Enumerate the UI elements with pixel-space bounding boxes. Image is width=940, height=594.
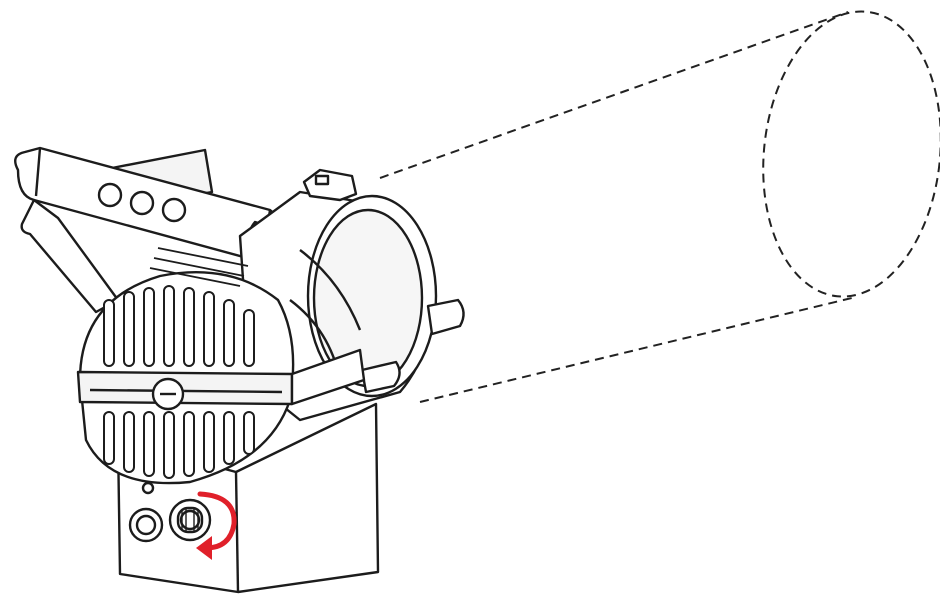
yoke-hole-2 [129,190,155,216]
top-vents [149,247,249,287]
heatsink-band [76,370,294,406]
rotate-clockwise-arrow-icon [196,491,237,560]
focus-knob[interactable] [168,498,212,542]
beam-projection-ellipse [762,10,940,298]
heatsink-cover [76,247,366,485]
yoke-hole-3 [161,197,187,223]
bottom-latch [360,360,401,394]
heatsink-fins-bottom [103,411,255,479]
base-box [116,402,380,594]
lens-housing [238,168,465,422]
heatsink-fins-top [103,285,255,367]
focus-knob-ridges [181,508,199,532]
base-box-edge [234,471,240,593]
beam-lower-edge [419,296,857,403]
beam-upper-edge [379,11,849,179]
band-slot [89,388,283,394]
yoke-hole-1 [97,182,123,208]
indicator-dot [141,481,155,495]
heatsink-side-band [290,348,366,406]
top-clip-screw [314,174,330,186]
beam-cone [379,10,940,403]
top-clip [302,168,358,202]
connector-socket-inner [135,514,157,536]
rotation-arrowhead [196,536,212,560]
rotation-arc [197,491,237,551]
focus-knob-cap [179,509,201,531]
side-latch [426,298,465,336]
